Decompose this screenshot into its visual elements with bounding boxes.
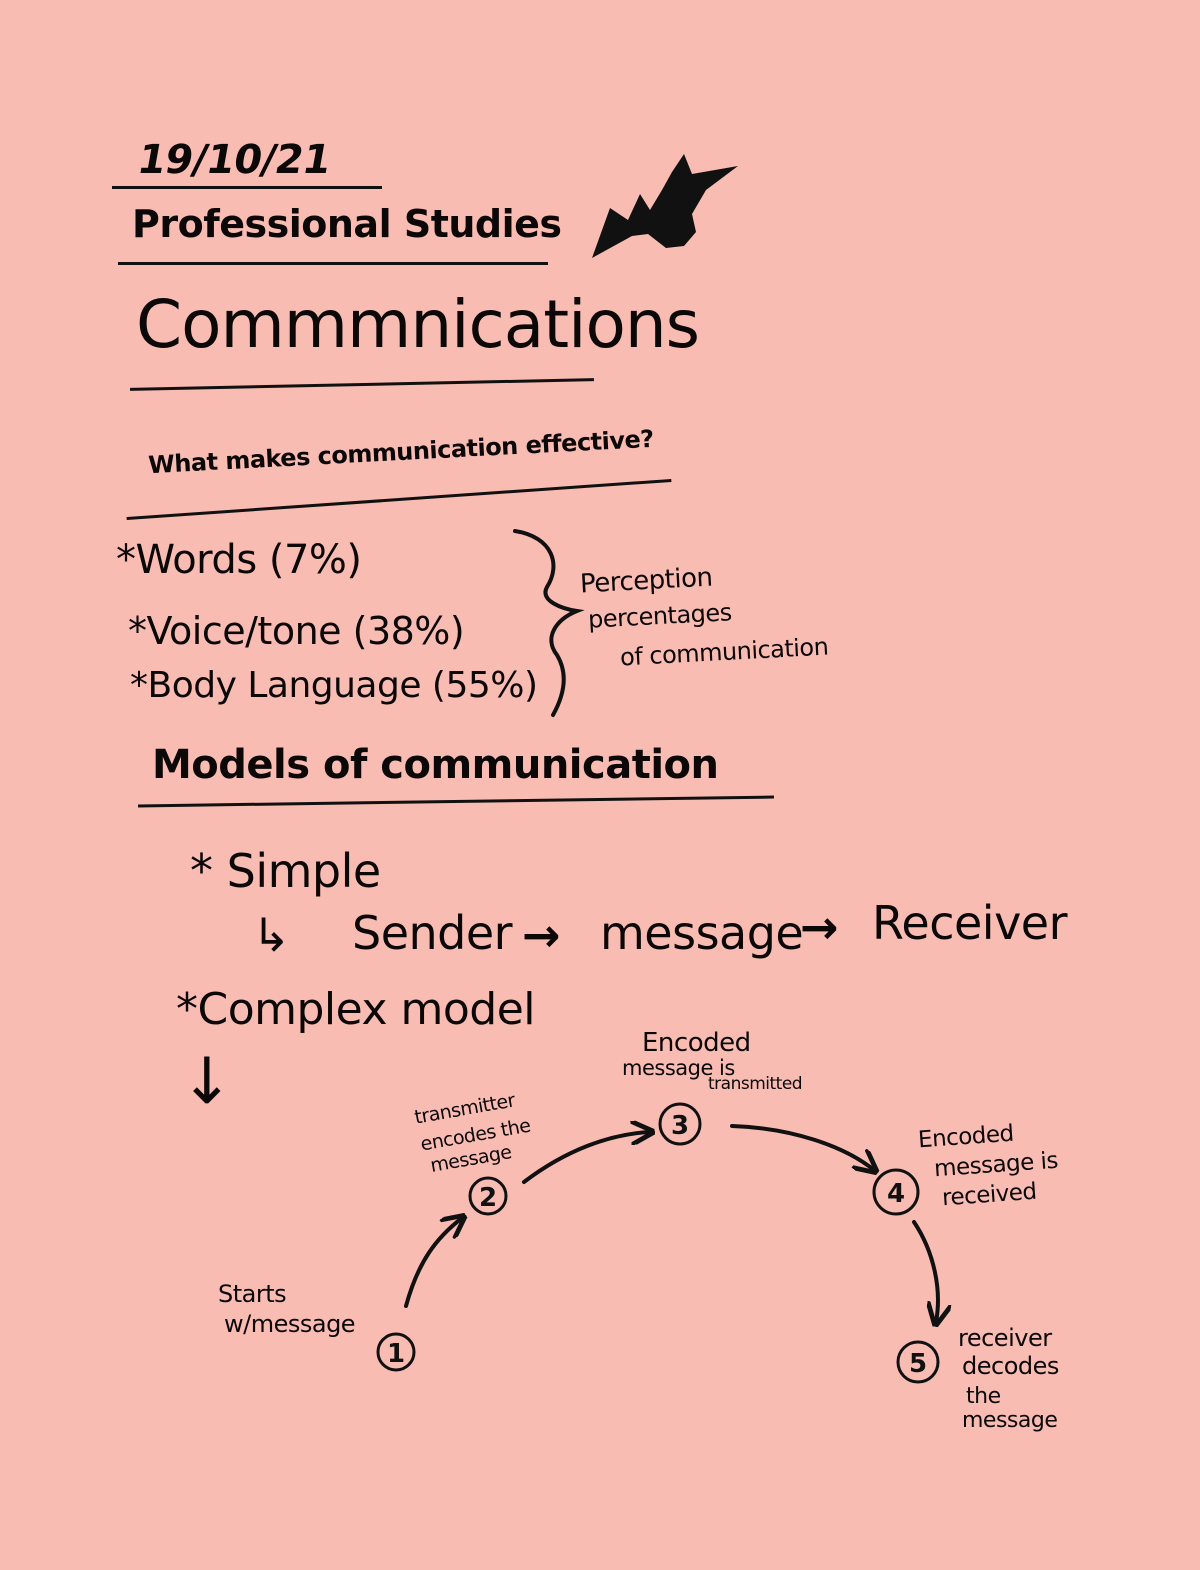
step-circle xyxy=(896,1340,940,1384)
date-underline xyxy=(112,186,382,189)
models-heading: Models of communication xyxy=(152,742,719,788)
simple-model-label: * Simple xyxy=(190,844,381,898)
step-circle xyxy=(658,1102,702,1146)
arrow-2-to-3 xyxy=(522,1132,650,1184)
simple-link-arrow: → xyxy=(522,908,561,962)
step-caption: transmitted xyxy=(708,1074,803,1094)
arrow-3-to-4 xyxy=(730,1124,874,1170)
step-caption: Starts xyxy=(218,1280,287,1308)
step-caption: message xyxy=(962,1408,1058,1433)
perception-item: *Words (7%) xyxy=(116,537,362,583)
simple-sender: Sender xyxy=(352,906,513,960)
step-circle xyxy=(376,1332,416,1372)
step-caption: decodes xyxy=(962,1352,1059,1380)
step-caption: receiver xyxy=(958,1324,1052,1352)
step-number: 4 xyxy=(887,1179,905,1209)
step-number: 2 xyxy=(479,1183,497,1213)
step-circle xyxy=(468,1176,508,1216)
step-number: 1 xyxy=(387,1339,405,1369)
perception-brace xyxy=(513,529,585,717)
step-caption: Encoded xyxy=(642,1028,751,1058)
subject-underline xyxy=(118,262,548,265)
simple-receiver: Receiver xyxy=(872,896,1068,950)
step-number: 3 xyxy=(671,1111,689,1141)
step-caption: w/message xyxy=(224,1310,356,1338)
simple-message: message xyxy=(600,906,804,960)
note-subject: Professional Studies xyxy=(132,202,562,246)
step-caption: the xyxy=(966,1384,1001,1409)
simple-link-arrow: → xyxy=(800,900,839,954)
step-number: 5 xyxy=(909,1349,927,1379)
perception-item: *Body Language (55%) xyxy=(130,665,538,706)
arrow-4-to-5 xyxy=(912,1220,938,1322)
bat-icon xyxy=(592,154,738,258)
arrow-1-to-2 xyxy=(404,1218,462,1308)
perception-item: *Voice/tone (38%) xyxy=(128,609,465,653)
step-caption: message is xyxy=(622,1056,735,1080)
step-circle xyxy=(872,1168,920,1216)
complex-model-label: *Complex model xyxy=(176,984,536,1035)
complex-down-arrow: ↓ xyxy=(180,1045,234,1119)
simple-lead-arrow: ↳ xyxy=(252,908,291,962)
note-topic: Commmnications xyxy=(136,286,700,363)
